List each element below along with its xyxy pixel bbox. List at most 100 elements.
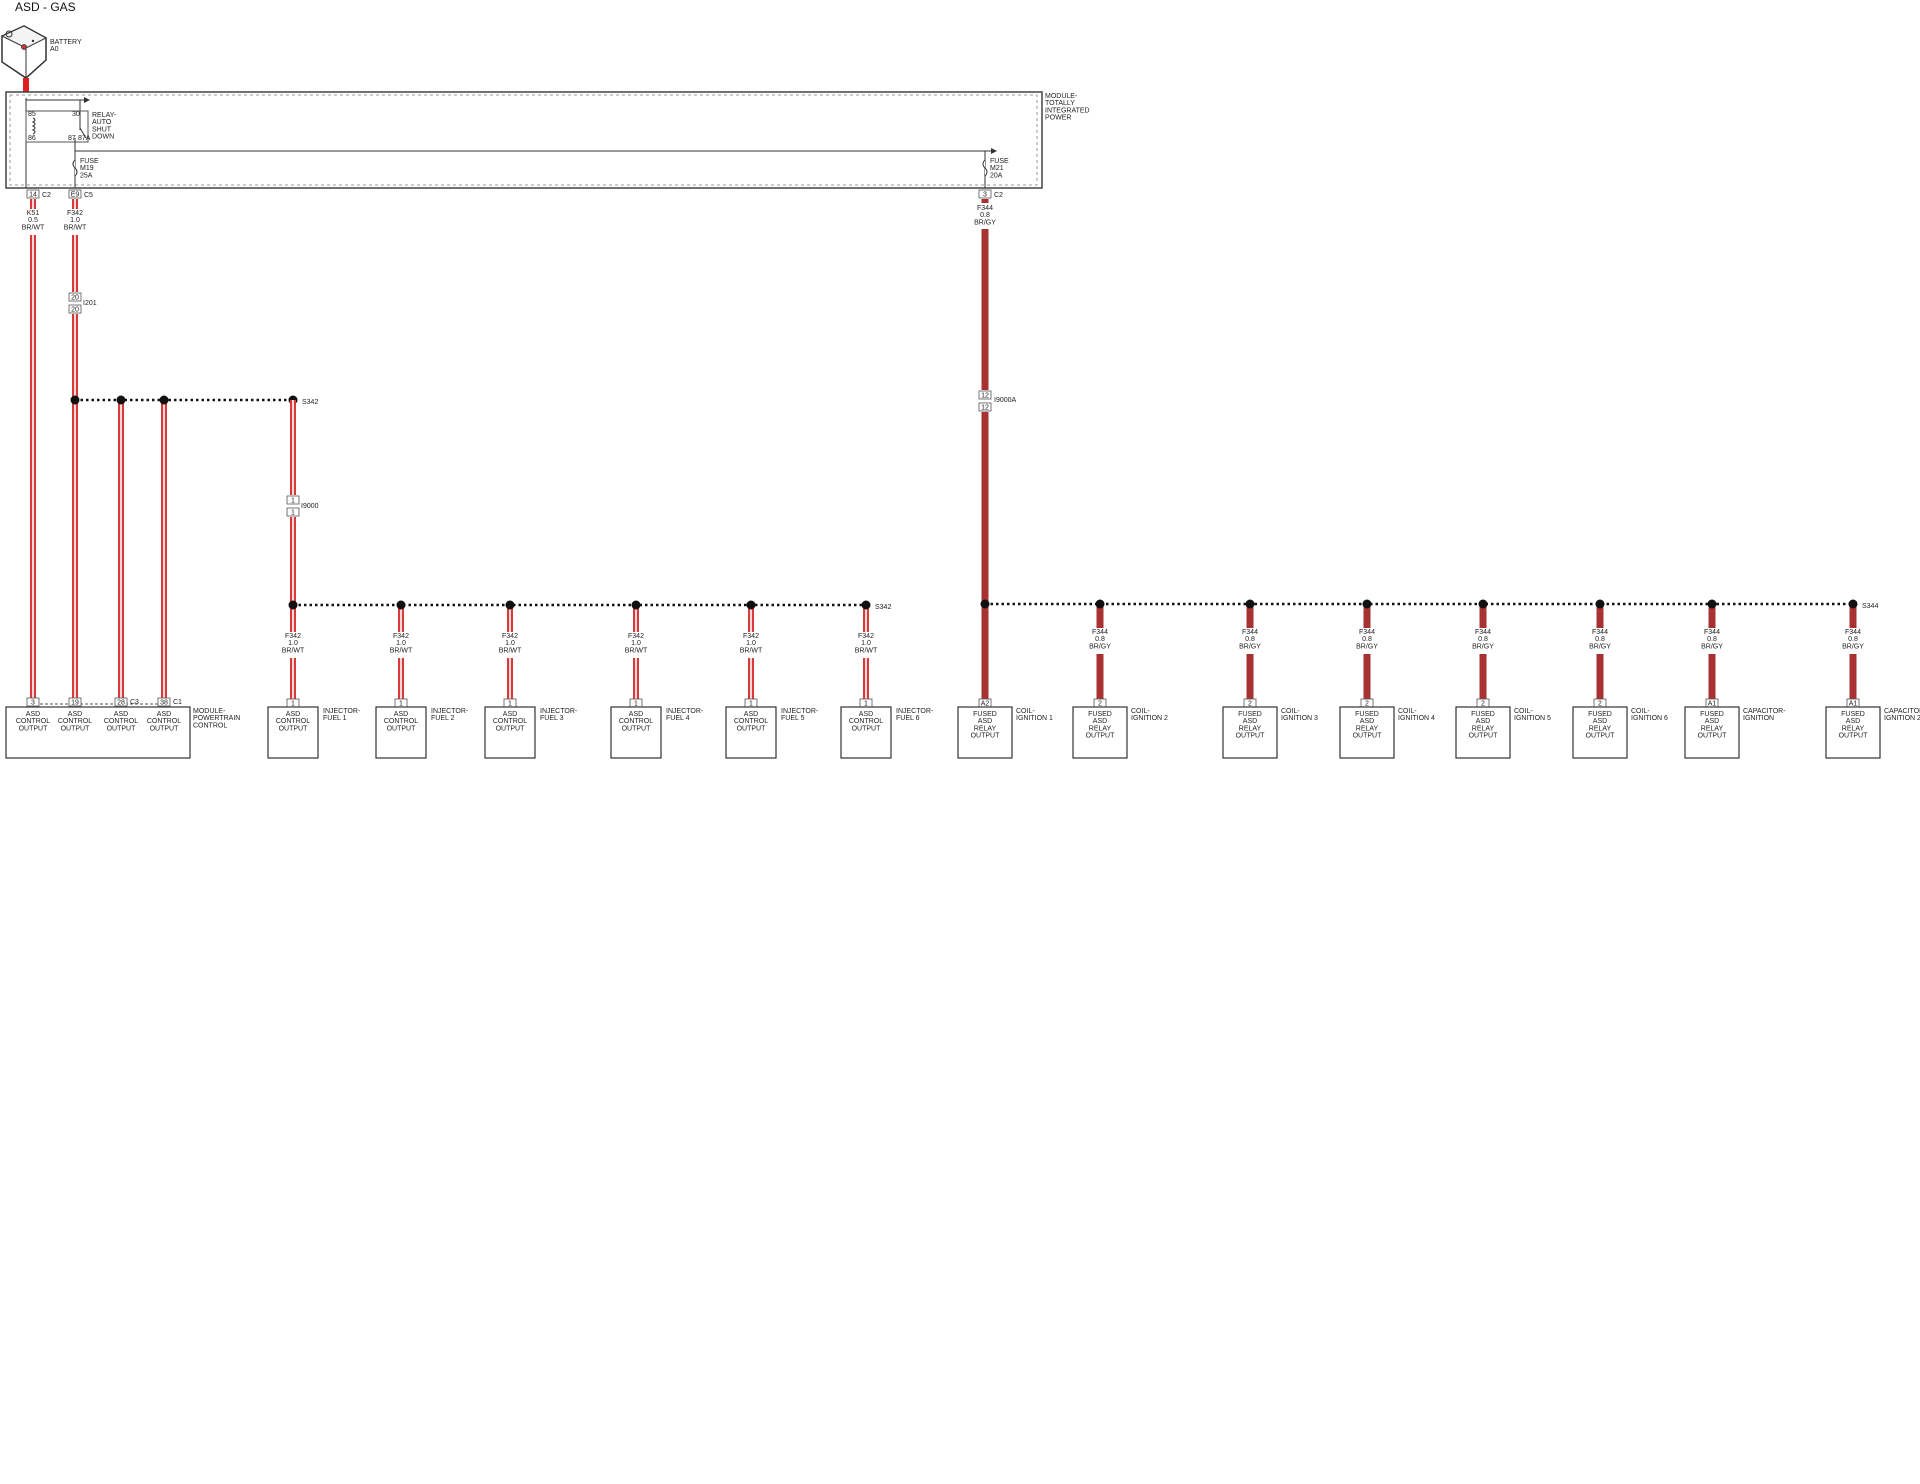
coil-box [1222, 706, 1278, 759]
splice-dot [1245, 599, 1255, 609]
wire-k51-stripe [32, 199, 34, 700]
battery-post-icon [31, 39, 35, 43]
battery-top [0, 25, 48, 49]
splice-dot [861, 600, 871, 610]
relay-pin-label: 85 [28, 111, 36, 118]
wire-label-bg [631, 632, 641, 658]
pcm-pin [157, 697, 171, 707]
injector-name-label: INJECTOR-FUEL 2 [431, 708, 469, 722]
coil-name-label: CAPACITOR-IGNITION [1743, 708, 1786, 722]
splice-dot [116, 395, 126, 405]
fuse-icon [982, 159, 988, 177]
injector-pin-label: 1 [864, 701, 868, 708]
injector-name-label: INJECTOR-FUEL 6 [896, 708, 934, 722]
pcm-pin [68, 697, 82, 707]
injector-pin-label: 1 [508, 701, 512, 708]
coil-name-label: COIL-IGNITION 5 [1514, 708, 1551, 722]
injector-box [725, 706, 777, 759]
wire-label-bg [1362, 628, 1372, 654]
relay-pin-label: 30 [72, 111, 80, 118]
tipm-connector-label: C2 [42, 192, 51, 199]
inline-i201-pin-label: 20 [71, 307, 79, 314]
pcm-pin [114, 697, 128, 707]
injector-box [375, 706, 427, 759]
inline-i201-pin-label: 20 [71, 295, 79, 302]
wire-label-bg [861, 632, 871, 658]
splice-dot [159, 395, 169, 405]
battery-cap-icon [5, 30, 13, 38]
wire-label-bg [70, 209, 80, 235]
wire-label-bg [1848, 628, 1858, 654]
tipm-connector-pin [68, 189, 82, 199]
pcm-pin-label: 38 [160, 700, 168, 707]
splice-dot [396, 600, 406, 610]
diagram-title: ASD - GAS [15, 0, 76, 14]
inline-bg [70, 292, 80, 314]
splice-s342-upper-label: S342 [302, 399, 318, 406]
injector-name-label: INJECTOR-FUEL 4 [666, 708, 704, 722]
relay-coil-icon [31, 117, 36, 135]
inline-i9000a-pin [978, 402, 992, 412]
tipm-box [5, 91, 1043, 189]
relay-pin-label: 86 [28, 135, 36, 142]
splice-dot [1707, 599, 1717, 609]
splice-dot [1848, 599, 1858, 609]
splice-dot [505, 600, 515, 610]
coil-pin-label: 2 [1098, 701, 1102, 708]
tipm-connector-pin-label: 14 [29, 192, 37, 199]
splice-dot [1095, 599, 1105, 609]
coil-name-label: CAPACITOR-IGNITION 2 [1884, 708, 1920, 722]
wire-label-bg [980, 203, 990, 229]
wire-label-bg [28, 209, 38, 235]
inline-i9000a-pin-label: 12 [981, 393, 989, 400]
inline-bg [288, 495, 298, 517]
tipm-connector-label: C5 [84, 192, 93, 199]
coil-pin-label: 2 [1365, 701, 1369, 708]
pcm-pin-label: 3 [31, 700, 35, 707]
coil-box [1072, 706, 1128, 759]
coil-box [1684, 706, 1740, 759]
injector-pin-label: 1 [291, 701, 295, 708]
wire-label-bg [1245, 628, 1255, 654]
relay-pin-label: 87A [78, 135, 91, 142]
inline-i9000a-pin-label: 12 [981, 405, 989, 412]
wire-f344 [981, 199, 989, 700]
relay-box [25, 110, 89, 143]
wire-label-bg [1478, 628, 1488, 654]
coil-box [1455, 706, 1511, 759]
wire-label-bg [1595, 628, 1605, 654]
splice-dot [1478, 599, 1488, 609]
pcm-connector-label: C3 [130, 699, 139, 706]
inline-i9000-pin-label: 1 [291, 498, 295, 505]
splice-dot [70, 395, 80, 405]
coil-pin-label: 2 [1248, 701, 1252, 708]
coil-name-label: COIL-IGNITION 6 [1631, 708, 1668, 722]
injector-name-label: INJECTOR-FUEL 3 [540, 708, 578, 722]
tipm-connector-pin [978, 189, 992, 199]
pcm-box [5, 706, 191, 759]
